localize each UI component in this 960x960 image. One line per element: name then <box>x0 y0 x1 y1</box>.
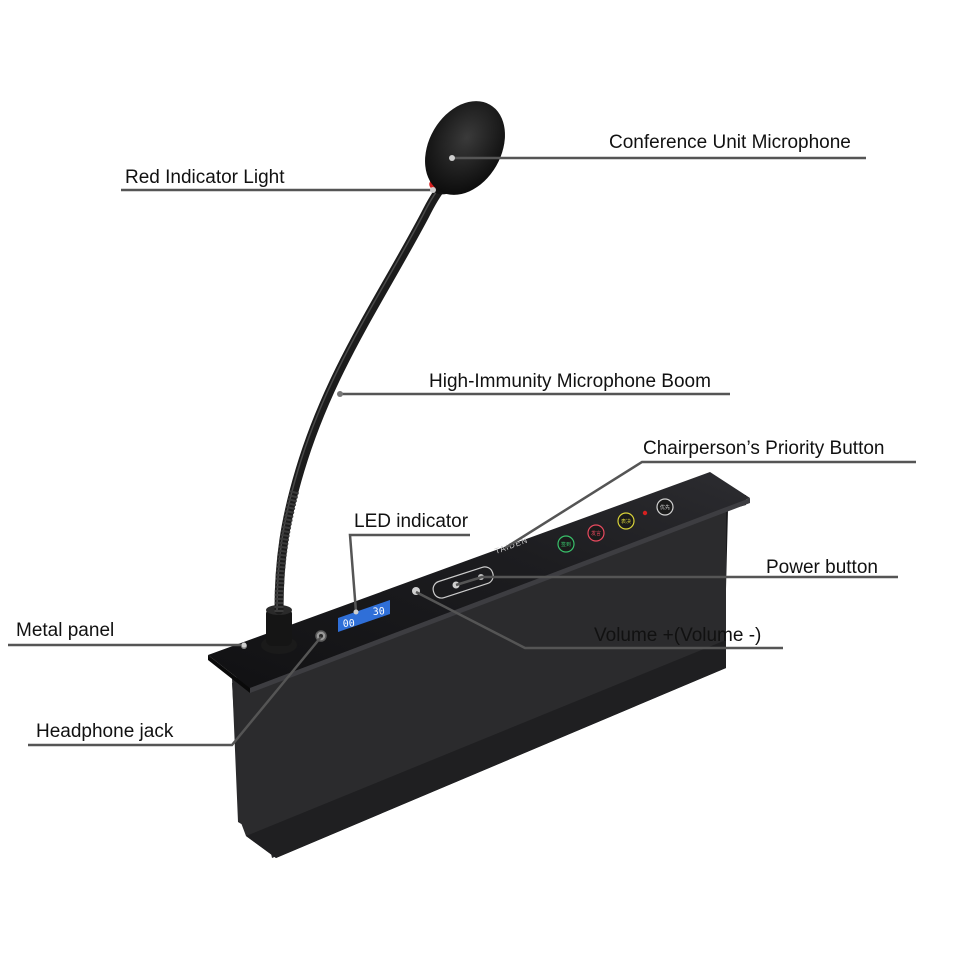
metal-panel-plate <box>208 472 750 688</box>
leader-led <box>348 533 470 613</box>
base-slab <box>236 505 726 858</box>
label-headphone-jack: Headphone jack <box>36 721 174 742</box>
label-volume: Volume +(Volume -) <box>594 625 762 646</box>
function-button-red[interactable] <box>587 524 605 542</box>
function-buttons: 签到 发言 表决 优先 <box>557 498 674 553</box>
leader-power <box>455 575 898 587</box>
dot-red-indicator <box>430 187 436 193</box>
power-outline <box>432 566 494 599</box>
label-red-indicator-light: Red Indicator Light <box>125 167 285 188</box>
label-led-indicator: LED indicator <box>354 511 469 532</box>
leader-dots <box>241 155 455 648</box>
leader-lines <box>8 156 916 747</box>
dot-conference-mic <box>449 155 455 161</box>
metal-panel-edge <box>208 655 250 693</box>
function-button-green[interactable] <box>557 535 575 553</box>
metal-panel-front-edge <box>250 498 750 693</box>
chairperson-priority-button[interactable] <box>656 498 674 516</box>
led-indicator-display: 00 30 <box>338 600 390 632</box>
function-button-red-label: 发言 <box>591 530 601 537</box>
leader-volume <box>415 590 783 650</box>
dot-boom <box>337 391 343 397</box>
function-button-green-label: 签到 <box>561 541 571 548</box>
priority-button-label: 优先 <box>660 504 670 511</box>
base-right-face <box>724 495 746 668</box>
label-microphone-boom: High-Immunity Microphone Boom <box>429 371 711 392</box>
microphone-head <box>425 101 505 195</box>
function-button-yellow-label: 表决 <box>621 518 631 525</box>
mic-base <box>266 608 292 646</box>
label-metal-panel: Metal panel <box>16 620 115 641</box>
label-priority-button: Chairperson’s Priority Button <box>643 438 885 459</box>
microphone-boom <box>274 182 447 615</box>
microphone-assembly <box>261 101 505 654</box>
lcd-right-value: 30 <box>372 606 385 618</box>
leader-priority <box>504 460 916 550</box>
base-slab-shade <box>246 640 726 858</box>
label-power-button: Power button <box>766 557 878 578</box>
function-button-yellow[interactable] <box>617 512 635 530</box>
status-dot-red <box>642 510 648 516</box>
dot-led <box>353 609 359 615</box>
dot-metal-panel <box>241 642 247 648</box>
lcd-left-value: 00 <box>342 618 355 630</box>
label-conference-unit-microphone: Conference Unit Microphone <box>609 132 851 153</box>
device-base <box>208 472 750 858</box>
leader-headphone <box>28 636 322 747</box>
